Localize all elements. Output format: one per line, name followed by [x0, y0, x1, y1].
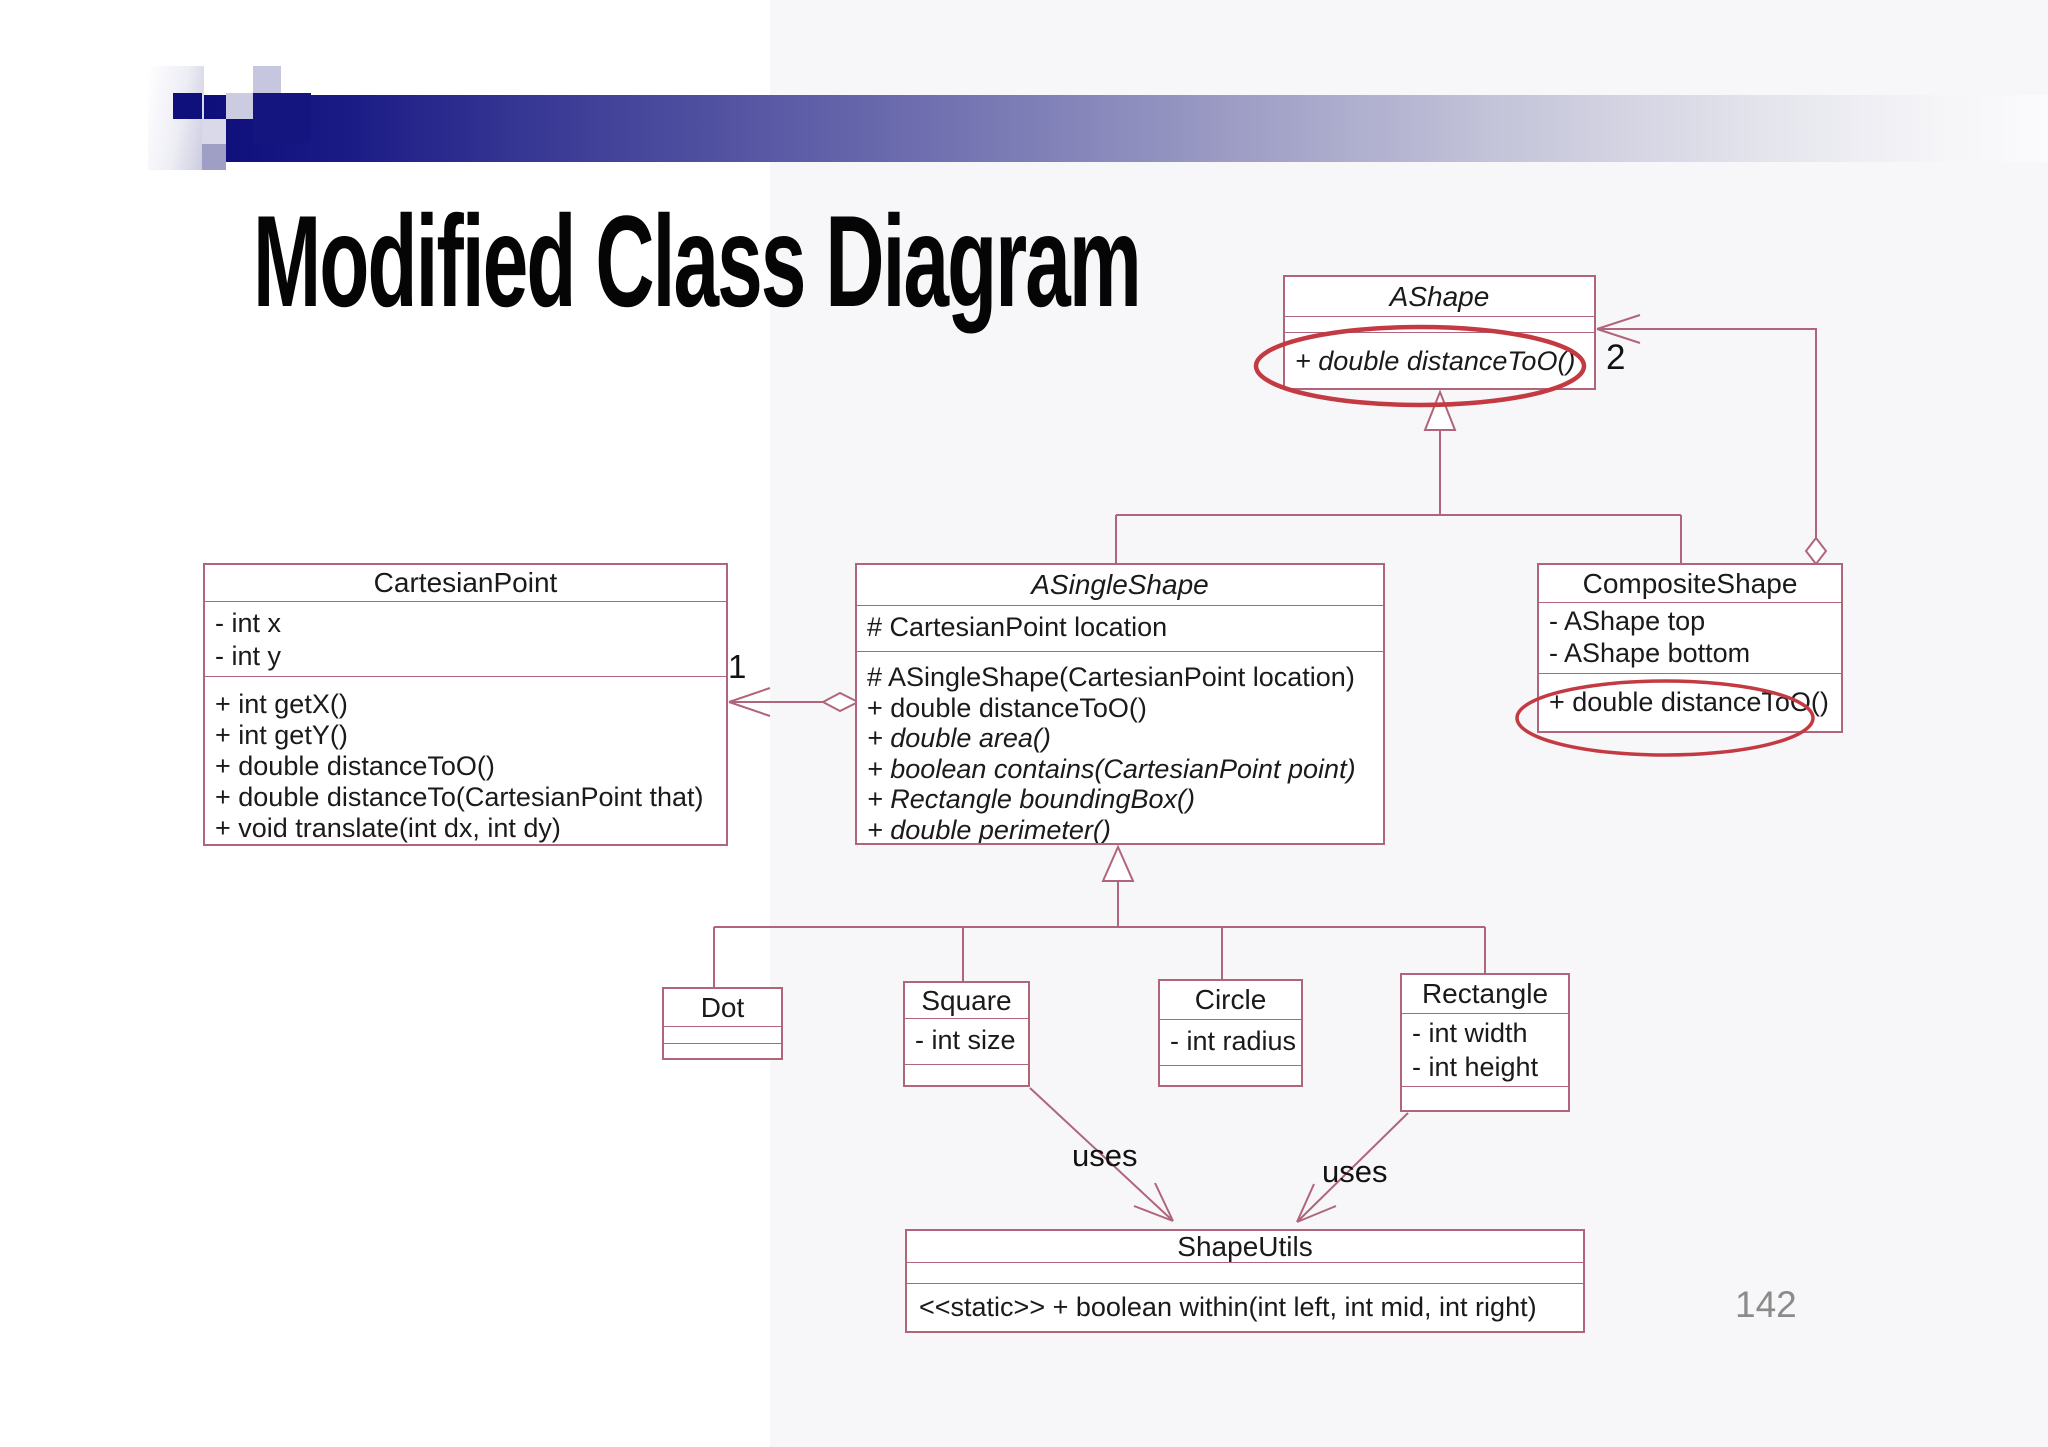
member-line: - int y — [215, 641, 282, 671]
class-box-cartesianpoint: CartesianPoint - int x- int y + int getX… — [203, 563, 728, 846]
generalization-line-asingleshape — [713, 881, 1486, 989]
member-line: <<static>> + boolean within(int left, in… — [919, 1292, 1537, 1322]
member-line: + Rectangle boundingBox() — [867, 784, 1195, 814]
class-attributes: - int radius — [1160, 1019, 1301, 1065]
generalization-line-ashape — [1115, 430, 1682, 566]
member-line: + double distanceToO() — [1549, 687, 1829, 717]
member-line: - int height — [1412, 1052, 1539, 1082]
association-line-1 — [728, 687, 823, 717]
class-methods: <<static>> + boolean within(int left, in… — [907, 1283, 1583, 1331]
uses-label-left: uses — [1072, 1138, 1138, 1173]
generalization-triangle-ashape — [1423, 389, 1457, 431]
member-line: - int width — [1412, 1018, 1528, 1048]
member-line: + double distanceToO() — [867, 692, 1147, 723]
decor-square — [253, 66, 281, 93]
member-line: + double distanceToO() — [1295, 346, 1576, 376]
class-box-circle: Circle - int radius — [1158, 979, 1303, 1087]
member-line: + int getX() — [215, 689, 348, 719]
class-box-ashape: AShape + double distanceToO() — [1283, 275, 1596, 390]
member-line: + boolean contains(CartesianPoint point) — [867, 753, 1356, 784]
class-methods — [1402, 1086, 1568, 1110]
member-line: # ASingleShape(CartesianPoint location) — [867, 662, 1355, 692]
decor-square — [202, 119, 226, 144]
class-title: AShape — [1389, 281, 1490, 312]
class-title: Dot — [700, 992, 745, 1023]
class-methods: + int getX()+ int getY()+ double distanc… — [205, 676, 726, 844]
member-line: + int getY() — [215, 720, 348, 750]
class-title: CartesianPoint — [373, 567, 558, 598]
member-line: - int radius — [1170, 1026, 1297, 1056]
class-title: ShapeUtils — [1177, 1231, 1313, 1262]
member-line: - AShape top — [1549, 606, 1706, 636]
class-methods: + double distanceToO() — [1539, 673, 1841, 731]
uses-label-right: uses — [1322, 1154, 1388, 1189]
header-gradient-bar — [200, 95, 2048, 162]
decor-square — [202, 144, 226, 170]
class-attributes: - int x- int y — [205, 601, 726, 676]
class-attributes: - int size — [905, 1018, 1028, 1064]
member-line: + double area() — [867, 723, 1051, 753]
member-line: + double distanceToO() — [215, 751, 495, 781]
class-box-rectangle: Rectangle - int width - int height — [1400, 973, 1570, 1112]
member-line: - int size — [915, 1025, 1016, 1055]
multiplicity-label-1: 1 — [728, 648, 747, 685]
class-box-dot: Dot — [662, 987, 783, 1060]
class-title: Square — [921, 985, 1012, 1016]
member-line: # CartesianPoint location — [867, 612, 1168, 642]
member-line: + double distanceTo(CartesianPoint that) — [215, 782, 704, 812]
class-attributes: # CartesianPoint location — [857, 605, 1383, 651]
class-attributes — [1285, 316, 1594, 332]
class-methods — [1160, 1065, 1301, 1085]
member-line: - AShape bottom — [1549, 638, 1751, 668]
class-methods: + double distanceToO() — [1285, 332, 1594, 388]
member-line: + void translate(int dx, int dy) — [215, 813, 561, 843]
association-line-2 — [1596, 314, 1817, 538]
member-line: - int x — [215, 608, 282, 638]
class-attributes — [664, 1026, 781, 1043]
slide-title: Modified Class Diagram — [253, 188, 1142, 334]
class-attributes: - AShape top- AShape bottom — [1539, 602, 1841, 673]
class-box-asingleshape: ASingleShape # CartesianPoint location #… — [855, 563, 1385, 845]
class-box-shapeutils: ShapeUtils <<static>> + boolean within(i… — [905, 1229, 1585, 1333]
class-box-compositeshape: CompositeShape - AShape top- AShape bott… — [1537, 563, 1843, 733]
decor-square — [226, 93, 253, 119]
class-attributes: - int width - int height — [1402, 1013, 1568, 1086]
aggregation-diamond-composite — [1804, 536, 1828, 566]
class-title: ASingleShape — [1031, 569, 1209, 600]
class-title: Rectangle — [1421, 978, 1549, 1009]
class-methods: # ASingleShape(CartesianPoint location)+… — [857, 651, 1383, 843]
decor-square — [173, 93, 202, 119]
generalization-triangle-asingleshape — [1101, 844, 1135, 882]
uses-line-right — [1296, 1112, 1409, 1223]
aggregation-diamond-asingleshape — [820, 691, 861, 713]
class-title: Circle — [1194, 984, 1267, 1015]
class-title: CompositeShape — [1582, 568, 1798, 599]
uses-line-left — [1029, 1087, 1174, 1222]
multiplicity-label-2: 2 — [1606, 338, 1626, 377]
member-line: + double perimeter() — [867, 814, 1111, 844]
decor-square — [253, 93, 311, 143]
class-box-square: Square - int size — [903, 981, 1030, 1087]
class-methods — [664, 1043, 781, 1058]
page-number: 142 — [1735, 1284, 1797, 1325]
class-attributes — [907, 1262, 1583, 1283]
class-methods — [905, 1064, 1028, 1085]
